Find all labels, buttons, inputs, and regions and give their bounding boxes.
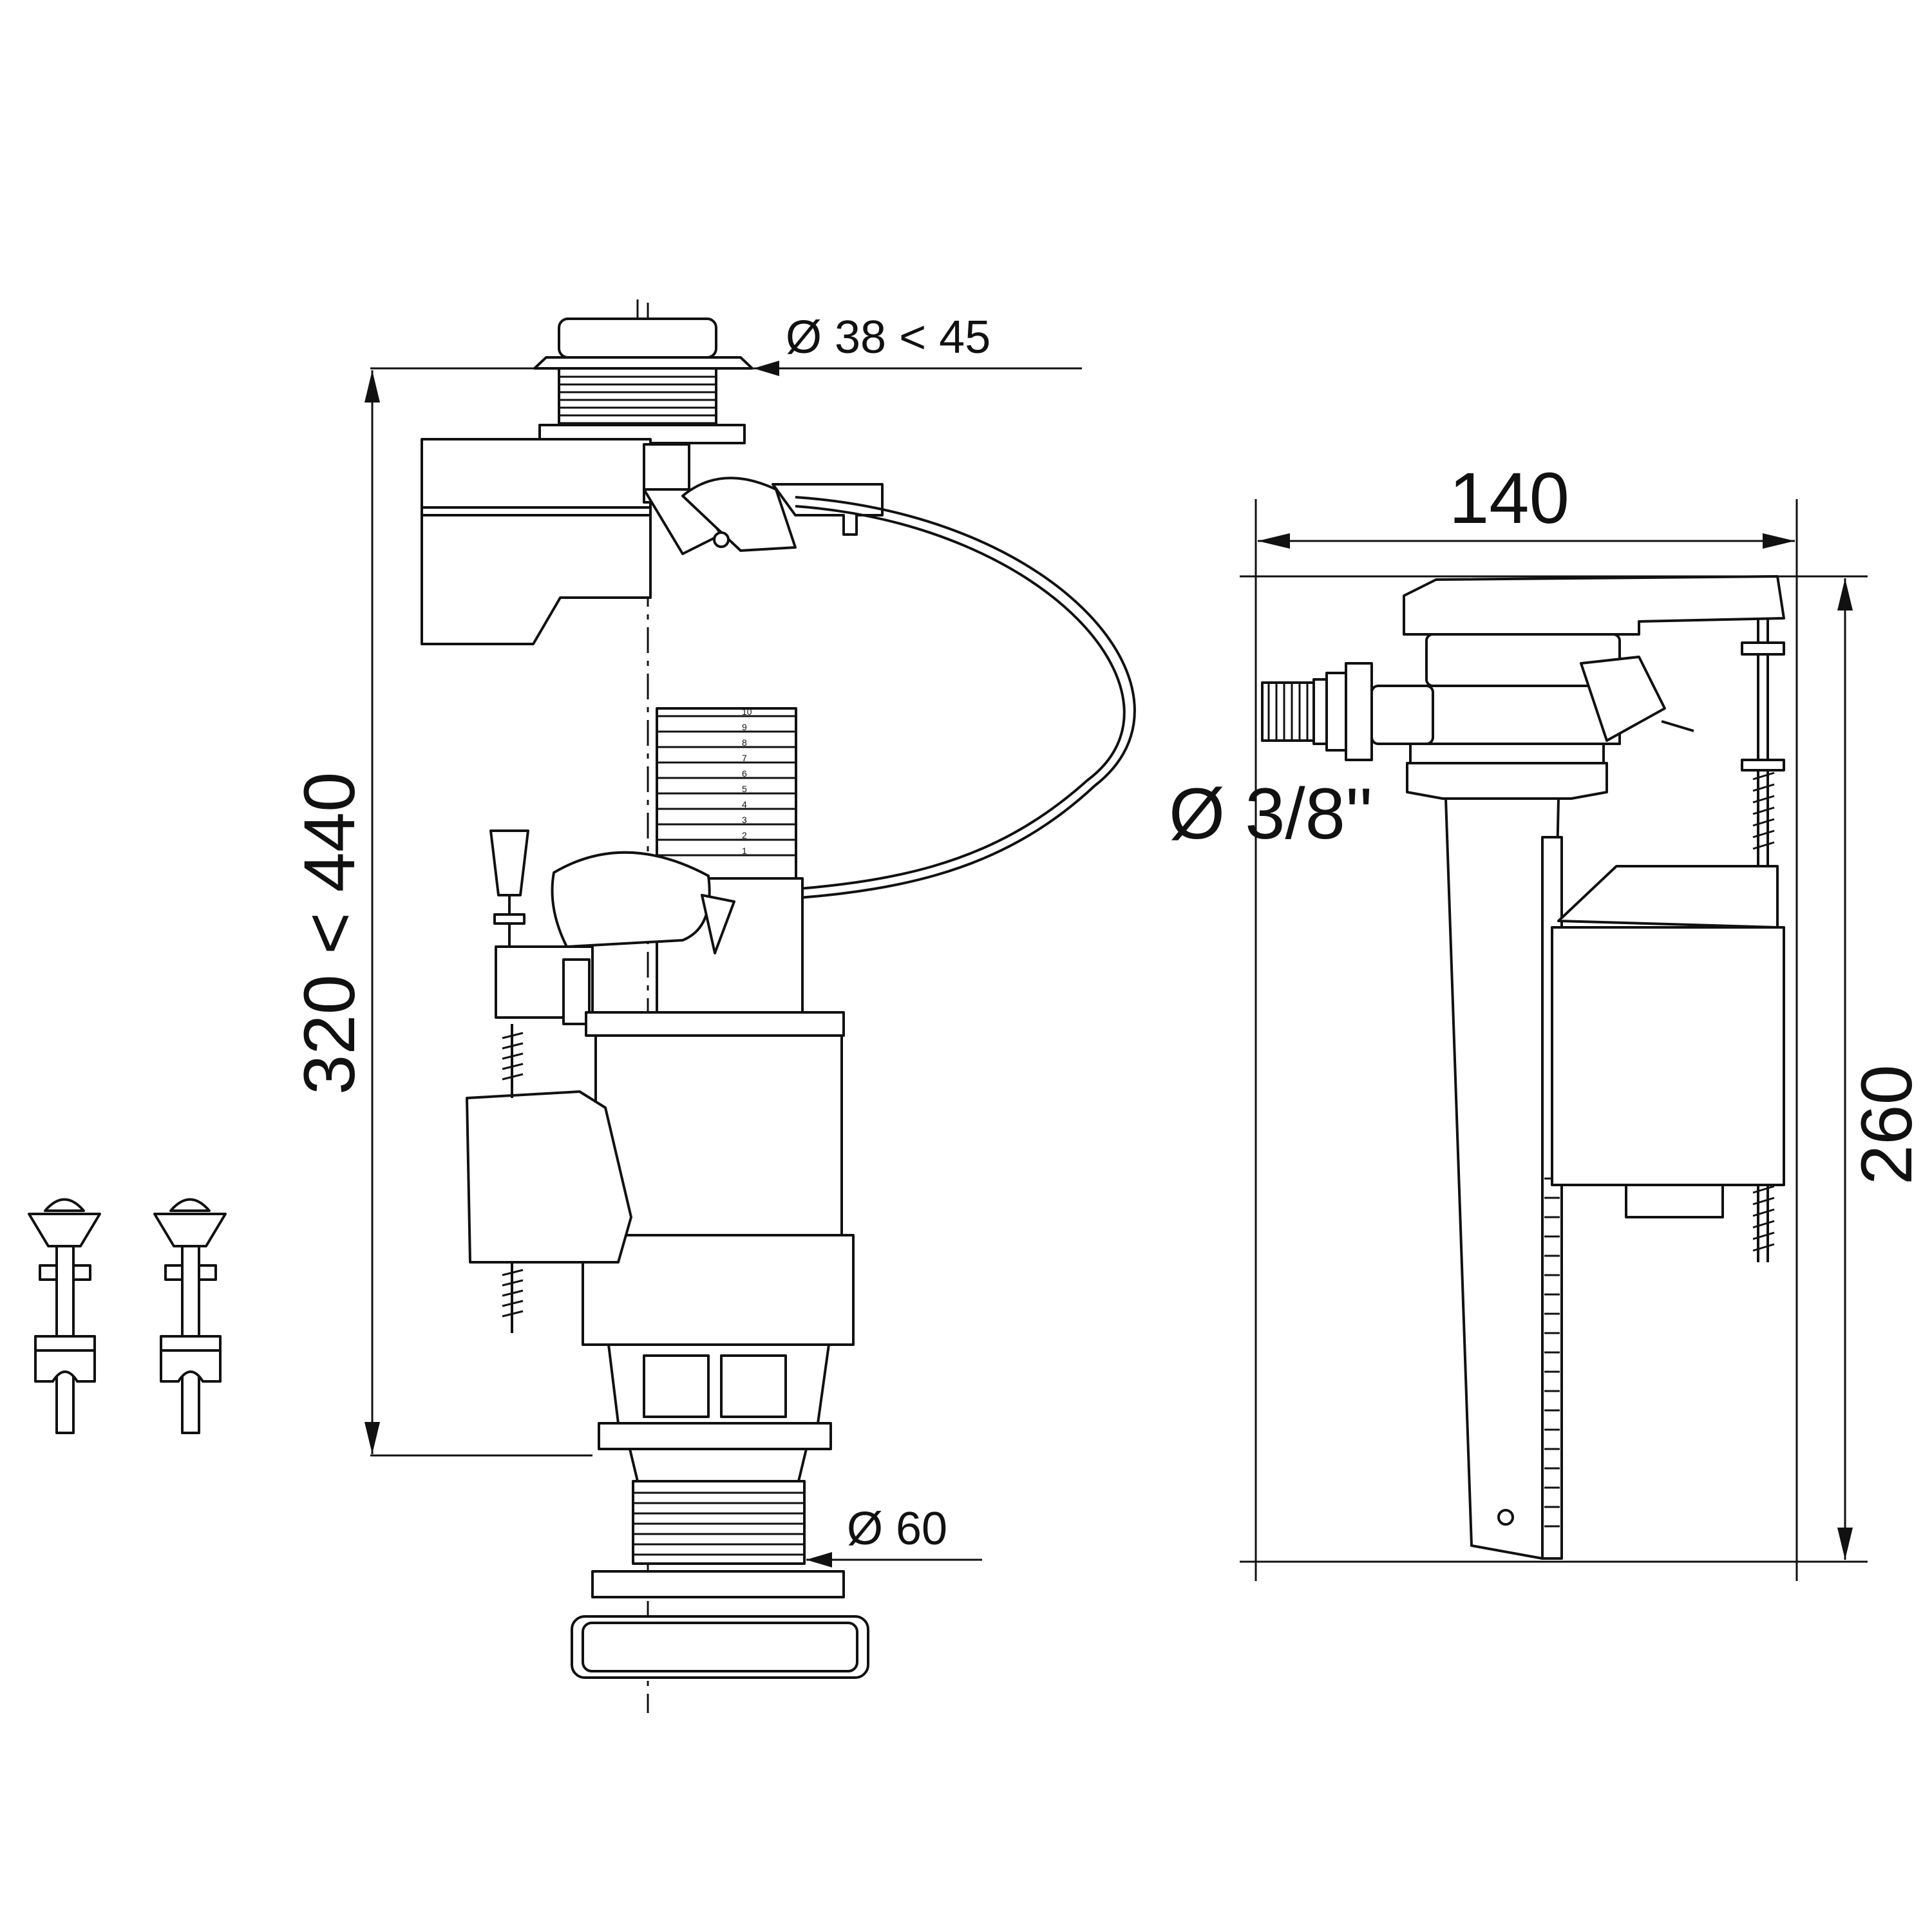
scale-mark-8: 8 xyxy=(742,737,747,748)
flush-height-dimension: 320 < 440 xyxy=(289,367,592,1457)
valve-body xyxy=(466,829,855,1346)
fill-height-dimension: 260 xyxy=(1240,575,1927,1563)
scale-mark-10: 10 xyxy=(742,706,752,717)
adjustment-rod xyxy=(1741,618,1785,1262)
inlet-thread xyxy=(1267,683,1309,741)
control-cable xyxy=(734,496,1136,903)
outlet-diameter-label: Ø 60 xyxy=(847,1503,947,1555)
fill-height-label: 260 xyxy=(1846,1065,1927,1185)
scale-mark-2: 2 xyxy=(742,830,747,840)
fill-width-label: 140 xyxy=(1449,458,1569,538)
scale-mark-9: 9 xyxy=(742,722,747,732)
flush-valve: Ø 38 < 45 xyxy=(289,299,1136,1713)
outlet-diameter-dimension: Ø 60 xyxy=(806,1503,982,1567)
scale-mark-7: 7 xyxy=(742,753,747,763)
scale-mark-5: 5 xyxy=(742,784,747,794)
scale-mark-4: 4 xyxy=(742,799,747,810)
button-diameter-label: Ø 38 < 45 xyxy=(786,312,990,363)
control-cable-inner xyxy=(734,505,1126,894)
float xyxy=(1551,865,1785,1218)
fixing-bolt-right xyxy=(153,1198,227,1434)
control-box xyxy=(421,438,884,645)
overflow-scale: 10 9 8 7 6 5 4 3 2 1 xyxy=(656,706,797,880)
fixing-bolt-left xyxy=(28,1198,101,1434)
scale-mark-6: 6 xyxy=(742,768,747,779)
scale-mark-3: 3 xyxy=(742,815,747,825)
inlet-connection: Ø 3/8'' xyxy=(1169,662,1434,854)
inlet-thread-label: Ø 3/8'' xyxy=(1169,773,1373,854)
valve-head xyxy=(1406,633,1694,800)
push-button xyxy=(533,317,753,444)
valve-outlet xyxy=(571,1343,869,1679)
outlet-thread xyxy=(634,1492,803,1556)
scale-mark-1: 1 xyxy=(742,846,747,856)
fill-width-dimension: 140 xyxy=(1255,458,1798,1581)
flush-height-label: 320 < 440 xyxy=(289,772,370,1095)
button-thread xyxy=(560,375,715,424)
button-diameter-dimension: Ø 38 < 45 xyxy=(753,312,1082,376)
rod-thread xyxy=(502,1032,524,1318)
float-arm xyxy=(1403,575,1785,636)
fill-valve: 140 260 xyxy=(1169,458,1927,1581)
